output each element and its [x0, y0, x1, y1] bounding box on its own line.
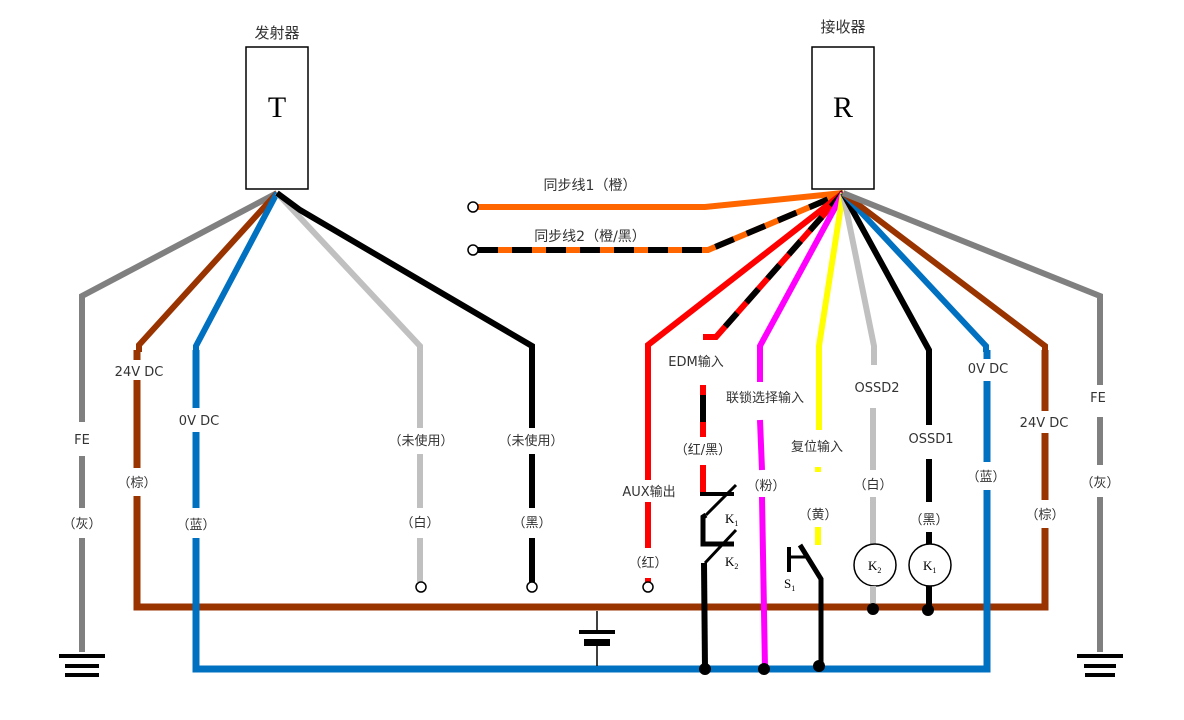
- receiver-ossd1-color: （黑）: [909, 513, 948, 528]
- receiver-24v-color: （棕）: [1025, 508, 1064, 523]
- receiver-0v-function: 0V DC: [968, 362, 1008, 377]
- emitter-0v-function: 0V DC: [179, 414, 219, 429]
- receiver-aux-function: AUX输出: [622, 484, 675, 500]
- k1-k2-link: [700, 512, 734, 547]
- ground-right-bar1: [1077, 654, 1123, 658]
- junction-ossd2: [867, 603, 879, 615]
- emitter-title: 发射器: [254, 24, 299, 42]
- ground-left-bar3: [65, 673, 99, 677]
- emitter-wire-unused-black: [275, 190, 535, 582]
- receiver-ossd2-color: （白）: [853, 477, 892, 493]
- emitter-unused-black-color: （黑）: [512, 516, 551, 531]
- ground-left-bar2: [65, 664, 99, 668]
- s1-label: S1: [784, 576, 795, 593]
- receiver-wire-reset: [816, 192, 846, 430]
- emitter-unused-white-function: （未使用）: [388, 433, 453, 449]
- relay-k2-label: K2: [868, 558, 881, 575]
- receiver-title: 接收器: [820, 18, 865, 36]
- receiver-wire-ossd1: [840, 191, 932, 425]
- receiver-edm-color: （红/黑）: [675, 442, 731, 458]
- emitter-box: [245, 46, 309, 190]
- k1-contact-blade: [704, 483, 738, 517]
- receiver-24v-function: 24V DC: [1020, 416, 1069, 431]
- receiver-ossd1-function: OSSD1: [908, 432, 953, 447]
- receiver-aux-color: （红）: [628, 555, 667, 571]
- receiver-wire-interlock: [757, 191, 846, 382]
- terminal-sync-1: [467, 201, 479, 213]
- receiver-wire-aux: [645, 190, 845, 582]
- emitter-fe-function: FE: [74, 433, 90, 448]
- sync-line-2-label: 同步线2（橙/黑）: [534, 229, 646, 245]
- ground-right-bar2: [1084, 664, 1116, 668]
- receiver-wire-fe: [841, 190, 1103, 652]
- sync-wire-2-stripes: [478, 190, 845, 253]
- receiver-0v-color: （蓝）: [966, 470, 1005, 485]
- interlock-wire-mid: [757, 419, 765, 471]
- junction-interlock: [758, 663, 770, 675]
- receiver-fe-function: FE: [1090, 391, 1106, 406]
- battery-plate-long: [579, 630, 615, 634]
- receiver-fe-color: （灰）: [1080, 476, 1119, 491]
- emitter-24v-color: （棕）: [117, 476, 156, 491]
- label-gaps: [60, 350, 1122, 578]
- ground-right-bar3: [1085, 673, 1115, 677]
- receiver-ossd2-function: OSSD2: [854, 381, 899, 396]
- receiver-wire-ossd2: [840, 192, 877, 365]
- receiver-interlock-color: （粉）: [746, 479, 785, 494]
- receiver-reset-color: （黄）: [798, 508, 837, 523]
- terminal-aux: [642, 581, 654, 593]
- emitter-wire-24v: [136, 190, 280, 352]
- emitter-wire-0v: [193, 191, 280, 352]
- interlock-wire-low: [759, 496, 768, 670]
- terminal-sync-2: [467, 244, 479, 256]
- receiver-edm-function: EDM输入: [668, 354, 723, 370]
- terminal-unused-white: [415, 581, 427, 593]
- receiver-reset-function: 复位输入: [791, 439, 843, 455]
- ground-left-bar1: [59, 654, 105, 658]
- emitter-24v-function: 24V DC: [115, 365, 164, 380]
- emitter-wire-unused-white: [274, 190, 423, 582]
- junction-edm: [699, 663, 711, 675]
- emitter-fe-color: （灰）: [62, 517, 101, 532]
- battery-plate-short: [584, 639, 610, 646]
- k2-contact-label: K2: [725, 554, 738, 571]
- sync-wire-1: [478, 190, 844, 210]
- receiver-box: [811, 46, 875, 190]
- emitter-unused-black-function: （未使用）: [498, 433, 563, 449]
- emitter-unused-white-color: （白）: [400, 515, 439, 531]
- receiver-interlock-function: 联锁选择输入: [726, 390, 804, 406]
- edm-return-wire: [701, 562, 708, 670]
- k1-contact-label: K1: [725, 511, 738, 528]
- receiver-wire-24v: [841, 190, 1048, 352]
- receiver-letter: R: [833, 91, 853, 124]
- sync-line-1-label: 同步线1（橙）: [544, 178, 637, 194]
- emitter-letter: T: [268, 91, 286, 124]
- k2-contact-blade: [703, 528, 738, 565]
- junction-reset: [813, 660, 825, 672]
- relay-k1-label: K1: [923, 558, 936, 575]
- receiver-wire-0v: [840, 190, 989, 352]
- junction-ossd1: [922, 604, 934, 616]
- s1-contact: [797, 543, 824, 665]
- terminal-unused-black: [526, 581, 538, 593]
- receiver-wire-edm-stripes: [713, 191, 846, 339]
- emitter-0v-color: （蓝）: [176, 518, 215, 533]
